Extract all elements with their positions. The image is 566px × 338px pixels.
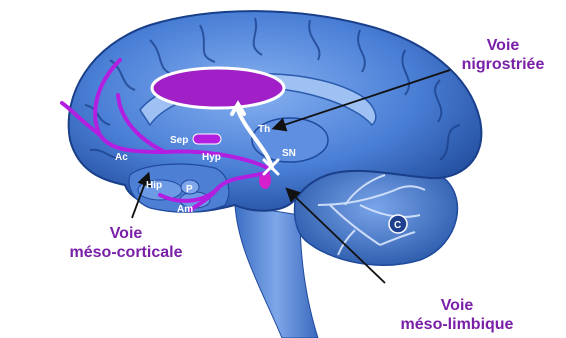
label-nigrostriatal-pathway: Voie nigrostriée [448,36,558,74]
label-p: P [186,184,193,195]
mesolimbic-line1: Voie [382,296,532,315]
nigrostriatal-line2: nigrostriée [448,55,558,74]
label-mesocortical-pathway: Voie méso-corticale [56,224,196,262]
striatum [152,68,284,108]
label-am: Am [177,204,193,215]
label-th: Th [258,124,270,135]
label-mesolimbic-pathway: Voie méso-limbique [382,296,532,334]
label-hip: Hip [146,180,162,191]
septum-marker [193,134,221,144]
mesolimbic-line2: méso-limbique [382,315,532,334]
mesocortical-line2: méso-corticale [56,243,196,262]
label-ac: Ac [115,152,128,163]
label-sep: Sep [170,135,188,146]
label-sn: SN [282,148,296,159]
label-c: C [394,220,401,231]
nigrostriatal-line1: Voie [448,36,558,55]
mesocortical-line1: Voie [56,224,196,243]
label-hyp: Hyp [202,152,221,163]
